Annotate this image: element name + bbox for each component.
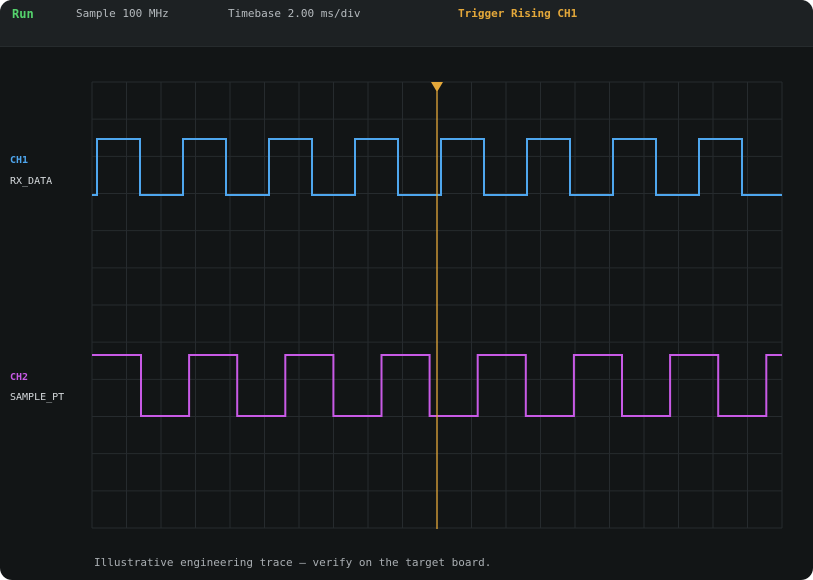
ch1-label: CH1 [10, 155, 29, 166]
trigger-readout[interactable]: Trigger Rising CH1 [458, 7, 578, 20]
ch1-waveform [92, 138, 782, 196]
run-state-button[interactable]: Run [12, 7, 34, 21]
ch2-waveform [92, 354, 782, 417]
timebase-readout[interactable]: Timebase 2.00 ms/div [228, 7, 361, 20]
trigger-marker-icon[interactable] [431, 82, 443, 92]
ch2-label: CH2 [10, 372, 29, 383]
sample-rate-readout[interactable]: Sample 100 MHz [76, 7, 169, 20]
ch2-signal-name: SAMPLE_PT [10, 392, 65, 403]
footer-note: Illustrative engineering trace — verify … [94, 556, 492, 569]
ch1-signal-name: RX_DATA [10, 176, 53, 187]
status-bar: Run Sample 100 MHz Timebase 2.00 ms/div … [0, 0, 813, 47]
